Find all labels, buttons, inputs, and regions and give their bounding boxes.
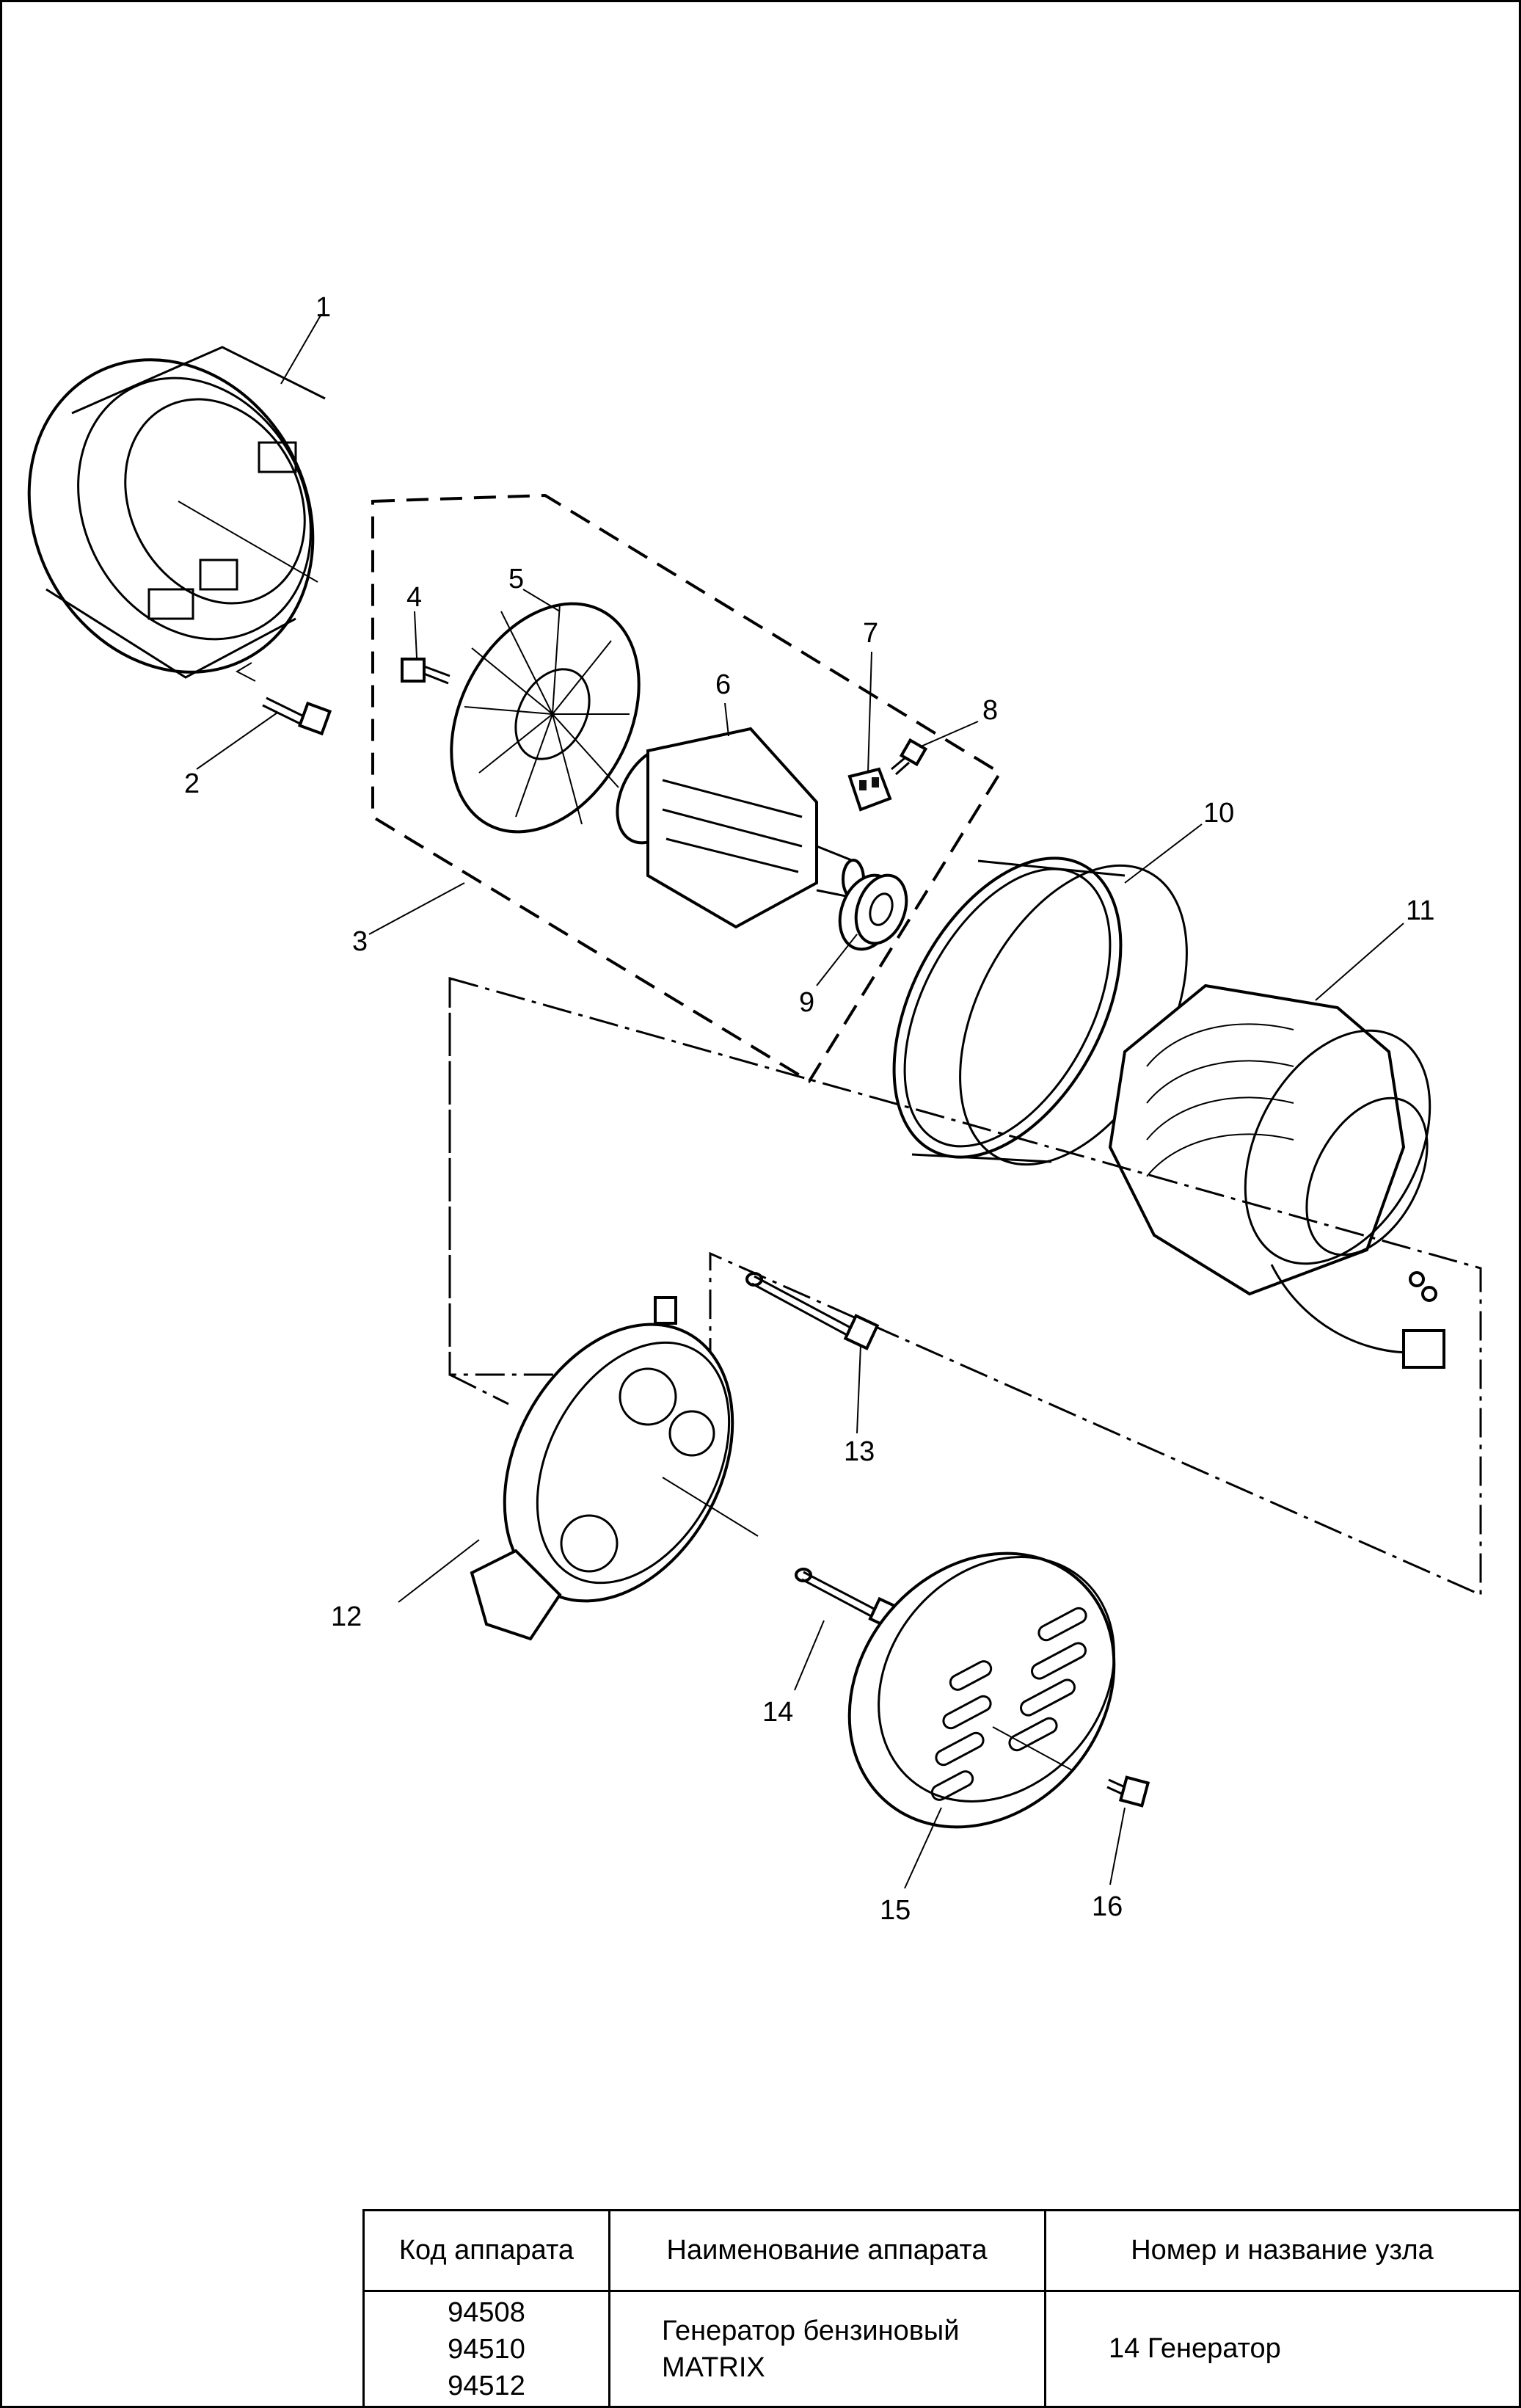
callout-12: 12: [331, 1601, 362, 1632]
part-16-screw: [1106, 1775, 1150, 1808]
callout-4: 4: [406, 582, 422, 613]
node-cell: 14 Генератор: [1044, 2290, 1521, 2408]
device-code: 94512: [448, 2370, 525, 2401]
part-4-bolt: [401, 658, 451, 685]
callout-11: 11: [1406, 895, 1434, 926]
callout-6: 6: [715, 669, 731, 700]
header-device-code: Код аппарата: [362, 2209, 610, 2292]
part-10-band: [892, 856, 1188, 1166]
device-name-line: Генератор бензиновый: [662, 2315, 960, 2346]
exploded-parts-diagram: 1 2 3 4 5 6 7 8 9 10 11 12 13 14 15 16: [27, 292, 1482, 1926]
part-9-bearing: [838, 873, 908, 951]
table-header-row: Код аппарата Наименование аппарата Номер…: [362, 2209, 1521, 2292]
callout-9: 9: [799, 987, 814, 1018]
callout-3: 3: [352, 926, 368, 957]
part-8-screw: [891, 738, 928, 776]
assembly-3-boundary: [371, 493, 1002, 1083]
part-1-rear-housing: [27, 346, 326, 679]
callout-7: 7: [863, 618, 878, 649]
callout-1: 1: [315, 292, 331, 323]
device-code: 94508: [448, 2296, 525, 2328]
callout-5: 5: [508, 564, 524, 594]
device-code: 94510: [448, 2333, 525, 2365]
callout-14: 14: [762, 1697, 793, 1728]
part-2-bolt: [235, 662, 332, 736]
callout-10: 10: [1203, 798, 1234, 829]
part-7-brush-holder: [847, 767, 892, 812]
leader-lines: [196, 313, 1404, 1889]
assembly-frame-foot: [449, 1373, 509, 1405]
header-device-name: Наименование аппарата: [608, 2209, 1046, 2292]
part-6-rotor: [616, 727, 865, 929]
device-name-line: MATRIX: [662, 2351, 765, 2383]
device-codes-cell: 94508 94510 94512: [362, 2290, 610, 2408]
table-row: 94508 94510 94512 Генератор бензиновый M…: [362, 2290, 1521, 2408]
part-15-end-cover: [847, 1552, 1116, 1829]
callout-15: 15: [880, 1895, 911, 1926]
part-11-stator: [1108, 983, 1445, 1369]
device-name-cell: Генератор бензиновый MATRIX: [608, 2290, 1046, 2408]
callout-16: 16: [1092, 1891, 1123, 1922]
callout-2: 2: [184, 768, 200, 799]
part-13-long-bolt: [745, 1272, 880, 1350]
part-12-front-endshield: [470, 1296, 759, 1641]
callout-13: 13: [844, 1436, 875, 1467]
callout-8: 8: [982, 695, 998, 726]
header-node: Номер и название узла: [1044, 2209, 1521, 2292]
info-table: Код аппарата Наименование аппарата Номер…: [362, 2209, 1521, 2408]
part-5-fan: [450, 602, 641, 834]
